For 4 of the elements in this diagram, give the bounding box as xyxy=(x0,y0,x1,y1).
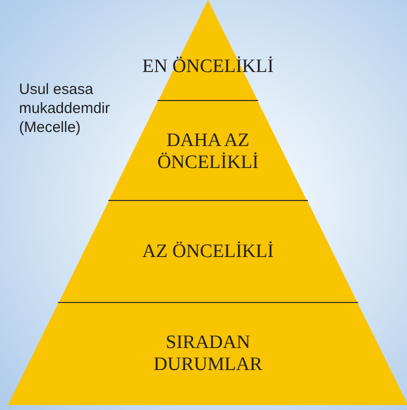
level-label: SIRADAN DURUMLAR xyxy=(152,332,264,376)
level-label: AZ ÖNCELİKLİ xyxy=(142,241,274,263)
level-label: DAHA AZ ÖNCELİKLİ xyxy=(156,130,260,174)
note-text: Usul esasa mukaddemdir (Mecelle) xyxy=(19,80,111,137)
